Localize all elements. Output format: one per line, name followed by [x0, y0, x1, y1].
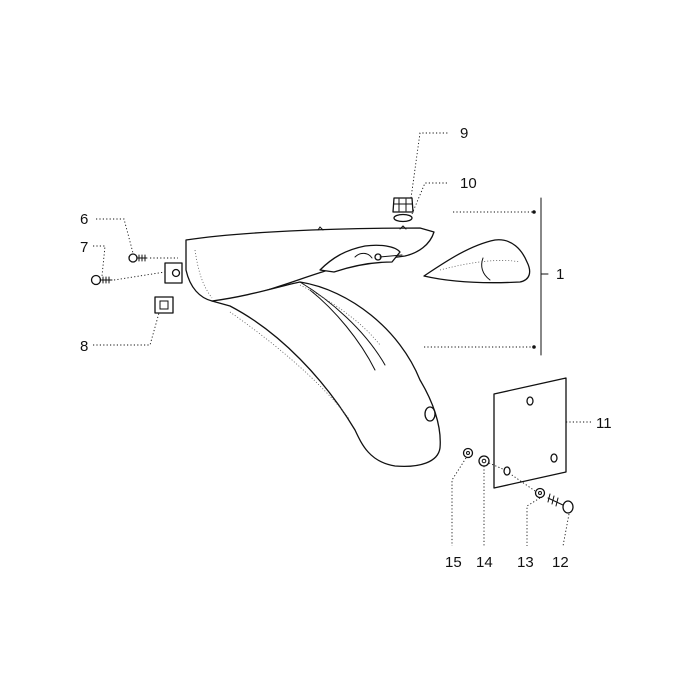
part-8-clip — [154, 296, 174, 314]
part-12-screw — [547, 493, 574, 514]
part-15-washer — [462, 447, 474, 459]
callout-1: 1 — [556, 266, 564, 283]
callout-11: 11 — [596, 415, 612, 432]
part-13-washer — [534, 487, 546, 499]
part-11-plate — [493, 377, 592, 489]
callout-8: 8 — [80, 338, 88, 355]
callout-10: 10 — [460, 175, 477, 192]
part-14-nut — [478, 455, 490, 467]
callout-7: 7 — [80, 239, 88, 256]
part-7-bolt — [90, 271, 166, 286]
front-mudguard — [164, 225, 441, 468]
callout-6: 6 — [80, 211, 88, 228]
part-10-grommet — [393, 213, 413, 223]
callout-13: 13 — [517, 554, 534, 571]
callout-9: 9 — [460, 125, 468, 142]
spoiler-part — [423, 239, 531, 284]
callout-14: 14 — [476, 554, 493, 571]
part-9-cap — [392, 197, 414, 213]
callout-bracket-1 — [424, 197, 549, 356]
callout-15: 15 — [445, 554, 462, 571]
part-6-screw — [128, 253, 178, 263]
callout-12: 12 — [552, 554, 569, 571]
